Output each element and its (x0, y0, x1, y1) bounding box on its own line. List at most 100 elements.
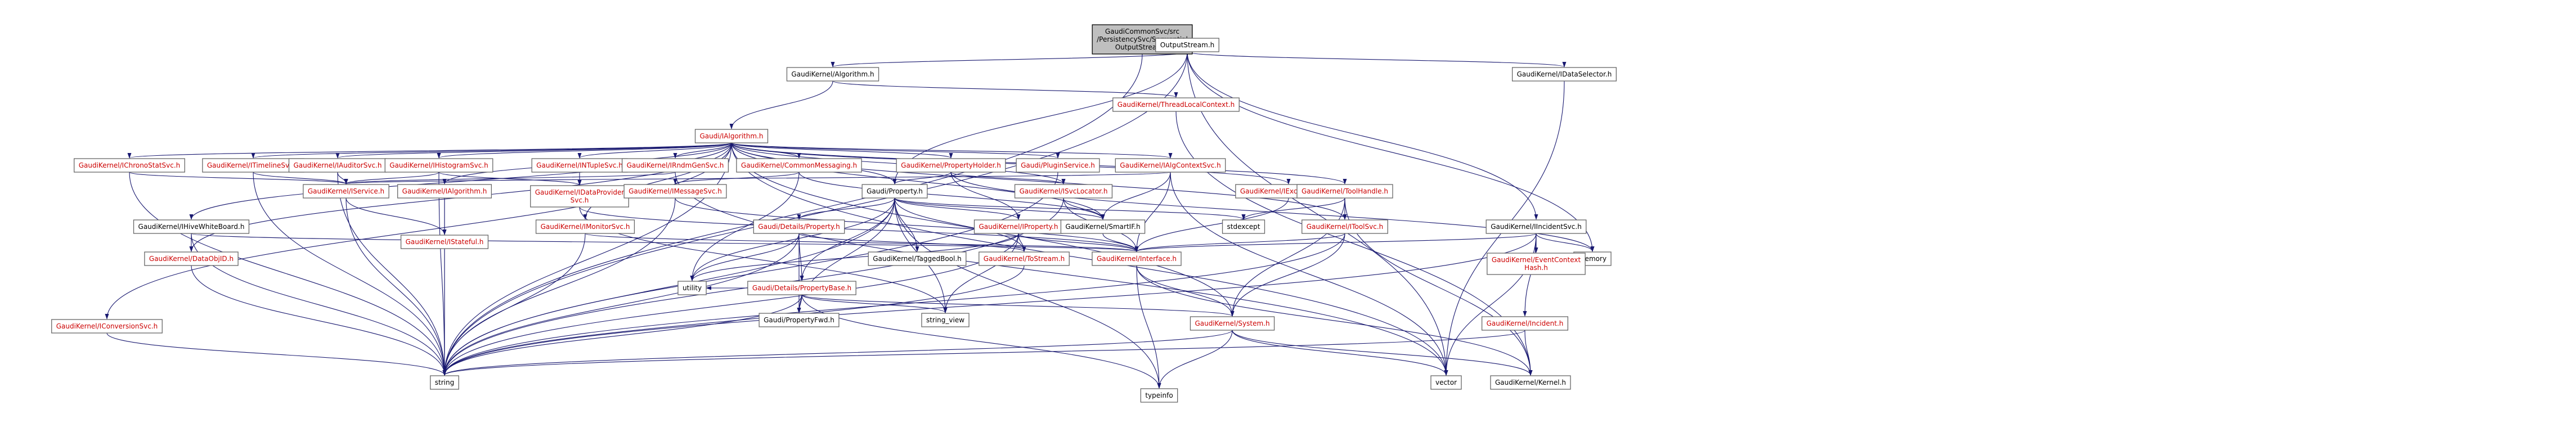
node-property[interactable]: Gaudi/Property.h (861, 184, 928, 199)
edge-property-to-utility (690, 197, 895, 281)
node-string[interactable]: string (430, 375, 459, 390)
node-box (530, 185, 629, 208)
edge-detailsproperty-to-detailspropertybase (798, 233, 804, 281)
node-label: Gaudi/PropertyFwd.h (764, 316, 834, 324)
node-detailsproperty[interactable]: Gaudi/Details/Property.h (753, 219, 845, 234)
edge-ialgorithm-to-itimelinesvc (252, 142, 732, 159)
node-label: Svc.h (571, 196, 589, 204)
node-box (531, 158, 628, 173)
node-label: GaudiKernel/SmartIF.h (1065, 223, 1140, 231)
node-itoolsvc[interactable]: GaudiKernel/IToolSvc.h (1302, 219, 1388, 234)
node-kernel[interactable]: GaudiKernel/Kernel.h (1490, 375, 1571, 390)
edge-iproperty-to-utility (690, 233, 1019, 281)
edge-ialgcontextsvc-to-smartif (1101, 172, 1171, 220)
edge-propertyholder-to-iproperty (950, 172, 1021, 220)
edge-root-to-string (442, 53, 1143, 376)
node-box (921, 313, 970, 327)
edge-system-to-vector (1232, 330, 1448, 376)
node-box (1014, 184, 1113, 199)
edge-itimelinesvc-to-iservice (253, 172, 348, 184)
edge-iexceptionsvc-to-interface (1134, 197, 1289, 252)
node-ihivewhiteboard[interactable]: GaudiKernel/IHiveWhiteBoard.h (133, 219, 250, 234)
edge-property-to-iproperty (894, 197, 1021, 220)
node-utility[interactable]: utility (677, 281, 707, 295)
node-threadlocal[interactable]: GaudiKernel/ThreadLocalContext.h (1112, 97, 1240, 112)
edge-iservice-to-string (345, 197, 447, 376)
node-commonmessaging[interactable]: GaudiKernel/CommonMessaging.h (736, 158, 862, 173)
node-algorithm[interactable]: GaudiKernel/Algorithm.h (786, 67, 879, 82)
node-label: GaudiKernel/IProperty.h (979, 223, 1058, 231)
node-box (144, 251, 239, 266)
node-box (400, 235, 489, 249)
node-iservice[interactable]: GaudiKernel/IService.h (303, 184, 389, 199)
node-ialgorithm[interactable]: Gaudi/IAlgorithm.h (694, 129, 769, 143)
node-iauditorsvc[interactable]: GaudiKernel/IAuditorSvc.h (288, 158, 387, 173)
node-iincidentsvc[interactable]: GaudiKernel/IIncidentSvc.h (1486, 219, 1587, 234)
node-typeinfo[interactable]: typeinfo (1140, 388, 1178, 403)
node-imessagesvc[interactable]: GaudiKernel/IMessageSvc.h (623, 184, 727, 199)
node-box (747, 281, 856, 295)
node-irndmgensvc[interactable]: GaudiKernel/IRndmGenSvc.h (621, 158, 729, 173)
edge-toolhandle-to-system (1230, 197, 1345, 317)
node-ichronostatsvc[interactable]: GaudiKernel/IChronoStatSvc.h (74, 158, 185, 173)
node-iconversionsvc[interactable]: GaudiKernel/IConversionSvc.h (51, 319, 163, 334)
node-toolhandle[interactable]: GaudiKernel/ToolHandle.h (1296, 184, 1393, 199)
node-intuplesvc[interactable]: GaudiKernel/INTupleSvc.h (531, 158, 628, 173)
edge-property-to-string (442, 197, 895, 376)
edge-ialgorithm-to-irndmgensvc (673, 142, 732, 159)
node-ihistogramsvc[interactable]: GaudiKernel/IHistogramSvc.h (384, 158, 493, 173)
node-iincident[interactable]: GaudiKernel/Incident.h (1481, 316, 1569, 331)
edge-layer (105, 39, 1595, 389)
edge-ialgorithm-to-iexceptionsvc (731, 142, 1291, 184)
node-box (868, 251, 967, 266)
node-system[interactable]: GaudiKernel/System.h (1190, 316, 1275, 331)
edge-system-to-kernel (1232, 330, 1533, 376)
edge-iincidentsvc-to-string (442, 233, 1537, 376)
node-taggedbool[interactable]: GaudiKernel/TaggedBool.h (868, 251, 967, 266)
node-label: GaudiKernel/IHistogramSvc.h (389, 161, 488, 169)
node-isvclocator[interactable]: GaudiKernel/ISvcLocator.h (1014, 184, 1113, 199)
node-imonitorsvc[interactable]: GaudiKernel/IMonitorSvc.h (535, 219, 635, 234)
node-smartif[interactable]: GaudiKernel/SmartIF.h (1060, 219, 1146, 234)
edge-iproperty-to-interface (1018, 233, 1139, 252)
node-outputstream[interactable]: OutputStream.h (1155, 38, 1219, 52)
node-propertyholder[interactable]: GaudiKernel/PropertyHolder.h (896, 158, 1006, 173)
edge-detailspropertybase-to-string_view (801, 294, 948, 313)
node-interface[interactable]: GaudiKernel/Interface.h (1092, 251, 1182, 266)
node-stdexcept[interactable]: stdexcept (1222, 219, 1265, 234)
node-string_view[interactable]: string_view (921, 313, 970, 327)
node-pluginservice[interactable]: Gaudi/PluginService.h (1016, 158, 1100, 173)
node-ialgcontextsvc[interactable]: GaudiKernel/IAlgContextSvc.h (1115, 158, 1226, 173)
node-label: GaudiKernel/IMessageSvc.h (629, 187, 722, 195)
edge-itoolsvc-to-interface (1134, 233, 1345, 252)
node-label: GaudiKernel/INTupleSvc.h (536, 161, 623, 169)
edge-ialgorithm-to-smartif (731, 142, 1105, 220)
node-idataselector[interactable]: GaudiKernel/IDataSelector.h (1511, 67, 1617, 82)
edge-ialgcontextsvc-to-iservice (344, 172, 1171, 184)
node-tostream[interactable]: GaudiKernel/ToStream.h (979, 251, 1070, 266)
node-box (1115, 158, 1226, 173)
edge-ialgorithm-to-iconversionsvc (105, 142, 732, 320)
node-vector[interactable]: vector (1430, 375, 1462, 390)
node-itimelinesvc[interactable]: GaudiKernel/ITimelineSvc.h (202, 158, 304, 173)
edge-commonmessaging-to-utility (690, 172, 800, 281)
edge-ichronostatsvc-to-string (129, 172, 447, 376)
node-propertyfwd[interactable]: Gaudi/PropertyFwd.h (759, 313, 840, 327)
node-dataobjid[interactable]: GaudiKernel/DataObjID.h (144, 251, 239, 266)
node-label: GaudiKernel/ToStream.h (984, 255, 1065, 263)
edge-iincidentsvc-to-iincident (1523, 233, 1537, 317)
node-iproperty[interactable]: GaudiKernel/IProperty.h (973, 219, 1063, 234)
node-detailspropertybase[interactable]: Gaudi/Details/PropertyBase.h (747, 281, 856, 295)
node-label: GaudiKernel/Incident.h (1487, 320, 1564, 327)
node-label: stdexcept (1227, 223, 1260, 231)
node-label: vector (1435, 379, 1457, 386)
edge-outputstream-to-idataselector (1187, 51, 1567, 68)
node-kialgorithm[interactable]: GaudiKernel/IAlgorithm.h (397, 184, 492, 199)
edge-ialgorithm-to-itoolsvc (731, 142, 1347, 220)
node-label: Gaudi/Details/PropertyBase.h (752, 284, 851, 292)
node-istateful[interactable]: GaudiKernel/IStateful.h (400, 235, 489, 249)
node-box (759, 313, 840, 327)
